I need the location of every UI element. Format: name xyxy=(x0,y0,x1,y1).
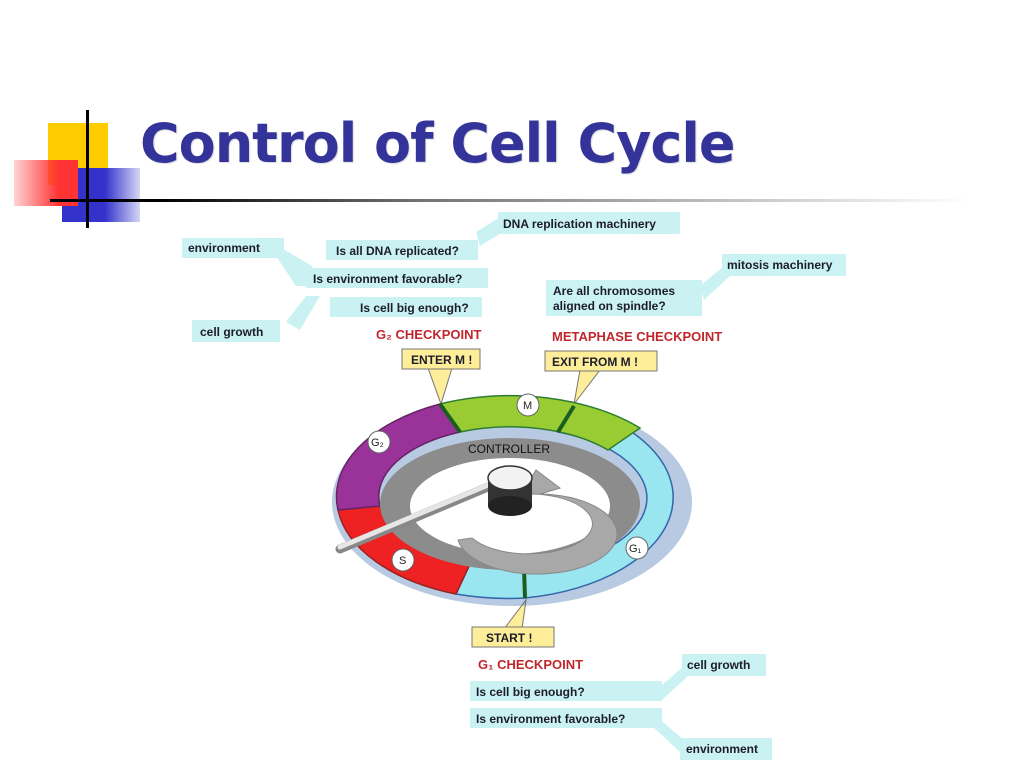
g2-question-size: Is cell big enough? xyxy=(360,301,469,315)
input-cell-growth-left: cell growth xyxy=(200,325,263,339)
controller-label: CONTROLLER xyxy=(468,442,550,456)
phase-label-m: M xyxy=(523,400,532,412)
phase-marker-m xyxy=(516,393,540,417)
controller-knob xyxy=(335,465,533,554)
banner-environment-left xyxy=(182,238,284,258)
banner-dna-machinery xyxy=(498,212,680,234)
input-mitosis-machinery: mitosis machinery xyxy=(727,258,833,272)
metaphase-question-line2: aligned on spindle? xyxy=(553,299,666,313)
title-rule xyxy=(50,199,970,202)
phase-label-g2: G₂ xyxy=(371,437,384,449)
banner-cell-growth-right xyxy=(682,654,766,676)
metaphase-checkpoint-label: METAPHASE CHECKPOINT xyxy=(552,329,722,344)
g1-question-env: Is environment favorable? xyxy=(476,712,625,726)
decor-red-square xyxy=(14,160,78,206)
banner-dna-replicated xyxy=(326,240,478,260)
start-label: START ! xyxy=(486,631,532,645)
g2-checkpoint-label: G₂ CHECKPOINT xyxy=(376,327,482,342)
banner-g1-cell-big xyxy=(470,681,662,701)
slide-title: Control of Cell Cycle xyxy=(140,112,735,175)
controller-arrow xyxy=(457,469,618,575)
banner-cell-big xyxy=(330,297,482,317)
banner-cell-growth-left xyxy=(192,320,280,342)
enter-m-label: ENTER M ! xyxy=(411,353,472,367)
phase-label-s: S xyxy=(399,555,406,567)
banner-env-favorable xyxy=(306,268,488,288)
banner-environment-right xyxy=(680,738,772,760)
exit-m-label: EXIT FROM M ! xyxy=(552,355,638,369)
phase-marker-s xyxy=(391,548,415,572)
input-cell-growth-right: cell growth xyxy=(687,658,750,672)
g1-checkpoint-label: G₁ CHECKPOINT xyxy=(478,657,583,672)
banner-group xyxy=(182,212,846,760)
metaphase-question-line1: Are all chromosomes xyxy=(553,284,675,298)
g2-question-dna: Is all DNA replicated? xyxy=(336,244,459,258)
input-environment-left: environment xyxy=(188,241,260,255)
banner-chromosomes xyxy=(546,280,702,316)
phase-arc-m xyxy=(438,395,642,451)
callout-enter-m xyxy=(401,348,481,406)
phase-label-g1: G₁ xyxy=(629,543,642,555)
banner-g1-env-favorable xyxy=(470,708,662,728)
g2-question-env: Is environment favorable? xyxy=(313,272,462,286)
input-environment-right: environment xyxy=(686,742,758,756)
banner-mitosis-machinery xyxy=(722,254,846,276)
phase-marker-g2 xyxy=(367,430,391,454)
g1-question-size: Is cell big enough? xyxy=(476,685,585,699)
decor-vertical-line xyxy=(86,110,89,228)
callout-start xyxy=(471,598,555,648)
input-dna-machinery: DNA replication machinery xyxy=(503,217,656,231)
callout-exit-m xyxy=(544,350,658,405)
phase-marker-g1 xyxy=(625,536,649,560)
